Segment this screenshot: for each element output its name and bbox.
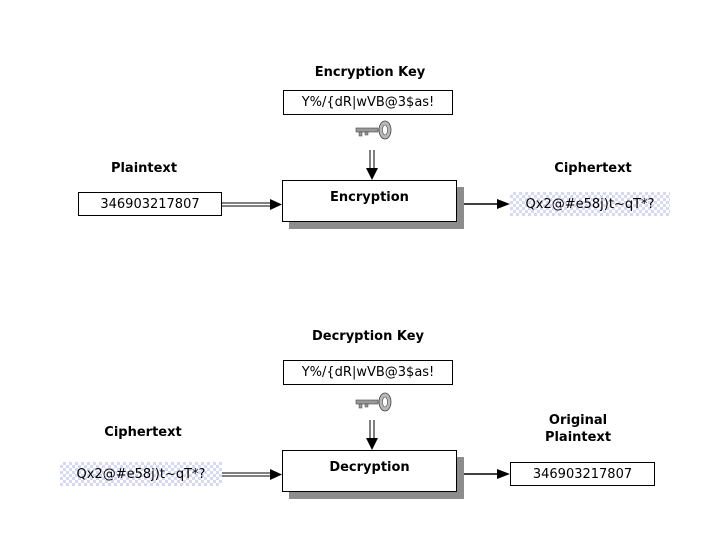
decryption-process-label: Decryption — [329, 460, 410, 475]
original-plaintext-box: 346903217807 — [510, 462, 655, 486]
encryption-key-title: Encryption Key — [314, 65, 426, 80]
arrow-plaintext-to-encryption — [222, 199, 282, 210]
arrow-key-to-encryption — [366, 150, 378, 180]
key-icon — [355, 392, 392, 412]
decryption-key-box: Y%/{dR|wVB@3$as! — [283, 360, 453, 385]
decryption-ciphertext-title: Ciphertext — [104, 425, 182, 440]
encryption-key-box: Y%/{dR|wVB@3$as! — [283, 90, 453, 115]
arrow-decryption-to-plaintext — [464, 469, 510, 479]
encryption-ciphertext-value: Qx2@#e58j)t~qT*? — [510, 192, 670, 216]
decryption-process-box: Decryption — [282, 450, 457, 492]
arrow-key-to-decryption — [366, 420, 378, 450]
key-icon — [355, 120, 392, 140]
encryption-process-label: Encryption — [330, 190, 409, 205]
encryption-ciphertext-title: Ciphertext — [554, 161, 632, 176]
arrow-encryption-to-ciphertext — [464, 199, 510, 209]
arrow-ciphertext-to-decryption — [222, 469, 282, 480]
encryption-process-box: Encryption — [282, 180, 457, 222]
original-plaintext-title-line2: Plaintext — [544, 430, 612, 445]
decryption-ciphertext-value: Qx2@#e58j)t~qT*? — [60, 462, 222, 486]
original-plaintext-title-line1: Original — [548, 413, 608, 428]
encryption-plaintext-title: Plaintext — [110, 161, 178, 176]
encryption-plaintext-box: 346903217807 — [78, 192, 222, 216]
decryption-key-title: Decryption Key — [311, 329, 425, 344]
original-plaintext-title: Original Plaintext — [528, 412, 628, 446]
